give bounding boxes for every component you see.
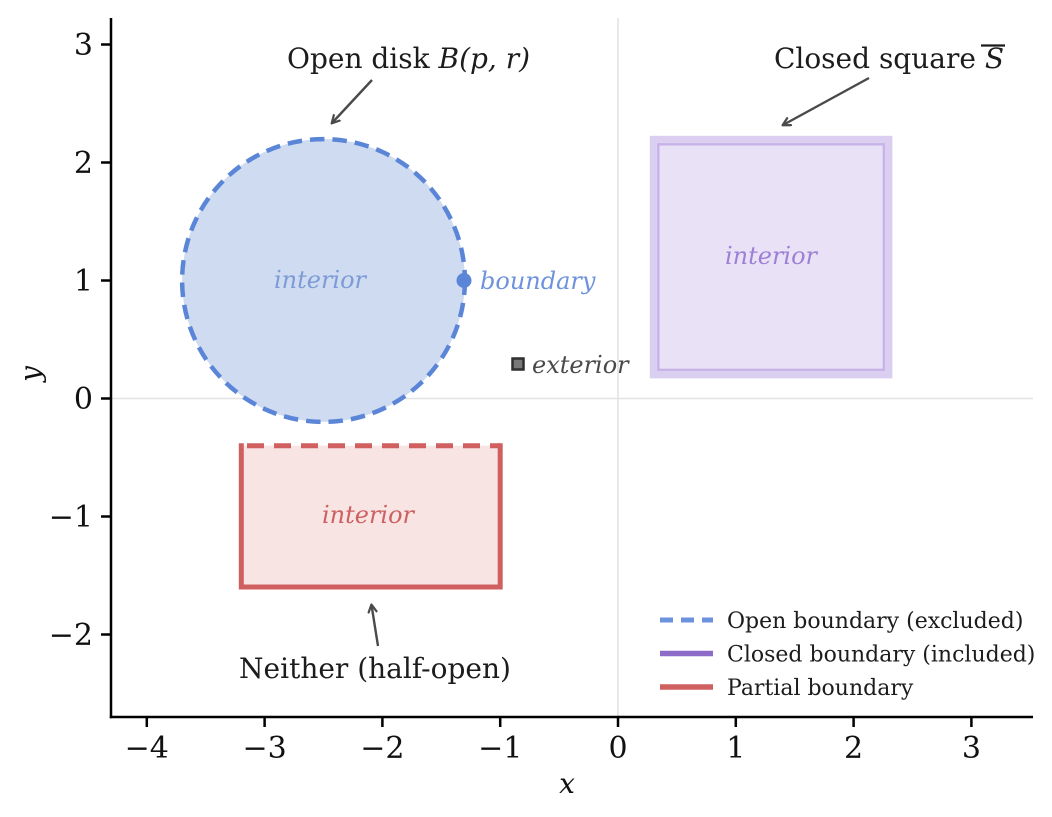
x-tick-label: −1: [478, 731, 522, 766]
x-tick-label: −4: [125, 731, 169, 766]
y-tick-label: −1: [49, 500, 93, 535]
x-axis-label: x: [559, 767, 575, 800]
legend-label-open-boundary: Open boundary (excluded): [727, 609, 1023, 634]
closed-square-annotation: Closed square S: [774, 42, 1004, 75]
y-ticks: [101, 43, 111, 636]
open-disk-annotation: Open disk B(p, r): [287, 42, 530, 75]
half-open-annotation: Neither (half-open): [239, 652, 511, 685]
y-tick-label: −2: [49, 618, 93, 653]
exterior-point: [511, 357, 525, 371]
y-tick-label: 1: [74, 264, 93, 299]
x-tick-label: 1: [726, 731, 745, 766]
closed-square: [649, 135, 893, 379]
x-tick-label: 3: [962, 731, 981, 766]
open-disk-annotation-plain: Open disk: [287, 42, 439, 75]
closed-square-border: [657, 143, 886, 372]
disk-interior-label: interior: [274, 266, 368, 294]
legend-label-partial-boundary: Partial boundary: [727, 676, 914, 701]
half-open-rect: [241, 445, 501, 587]
closed-square-annotation-math: S: [985, 42, 1004, 75]
y-tick-label: 3: [74, 28, 93, 63]
half-open-arrow: [372, 605, 380, 647]
x-tick-label: −3: [242, 731, 286, 766]
closed-square-arrow: [783, 76, 870, 125]
boundary-point: [456, 273, 472, 288]
y-axis-label: y: [14, 365, 47, 384]
x-tick-label: 2: [844, 731, 863, 766]
x-tick-label: −2: [360, 731, 404, 766]
boundary-label: boundary: [480, 267, 596, 295]
open-disk-arrow: [332, 79, 373, 123]
closed-square-annotation-plain: Closed square: [774, 42, 985, 75]
legend: Open boundary (excluded) Closed boundary…: [660, 609, 1035, 701]
y-tick-label: 2: [74, 146, 93, 181]
open-disk-annotation-math: B(p, r): [438, 42, 531, 75]
x-ticks: [145, 717, 973, 727]
legend-label-closed-boundary: Closed boundary (included): [727, 643, 1035, 668]
rect-interior-label: interior: [322, 501, 416, 529]
y-tick-label: 0: [74, 382, 93, 417]
square-interior-label: interior: [725, 242, 819, 270]
x-tick-label: 0: [608, 731, 627, 766]
half-open-rect-solid-edges: [238, 443, 503, 590]
exterior-label: exterior: [532, 351, 630, 379]
